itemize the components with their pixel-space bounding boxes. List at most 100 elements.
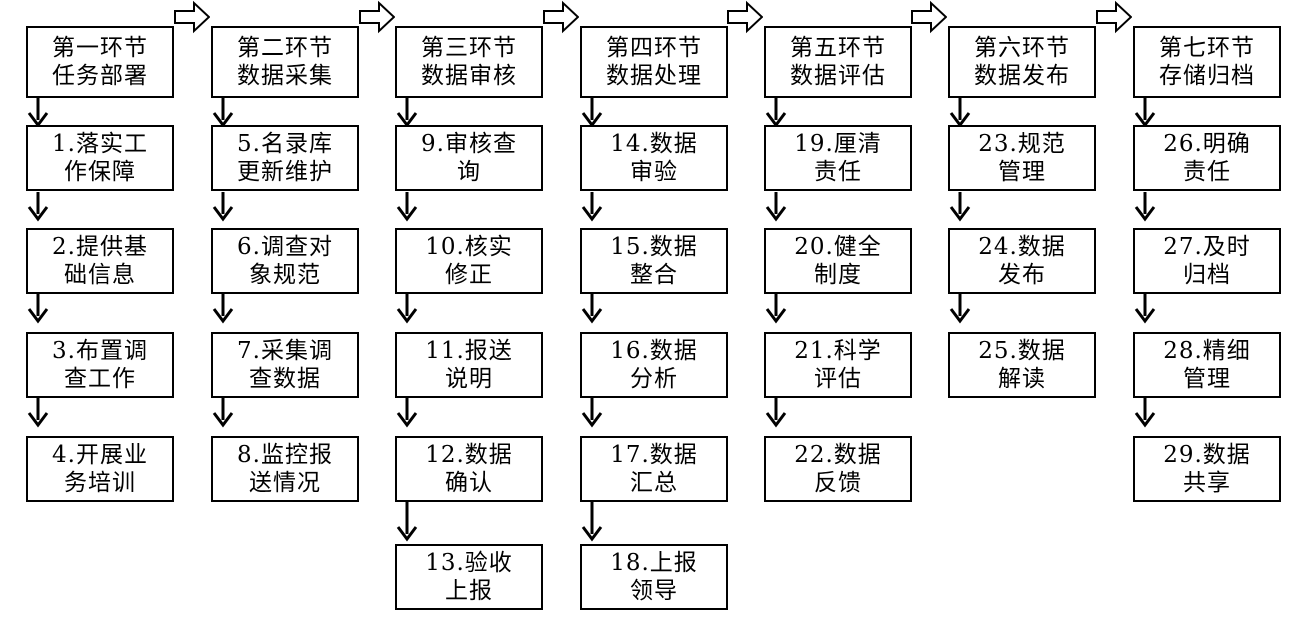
- step-box-19: 19.厘清 责任: [764, 125, 912, 191]
- step-10-line2: 修正: [445, 262, 493, 288]
- step-2-line1: 2.提供基: [52, 234, 148, 260]
- step-box-20: 20.健全 制度: [764, 228, 912, 294]
- step-11-line2: 说明: [445, 366, 493, 392]
- stage-header-2-line2: 数据采集: [237, 63, 333, 89]
- step-17-line1: 17.数据: [610, 442, 698, 468]
- down-arrow-icon: [27, 192, 49, 222]
- down-arrow-icon: [396, 98, 418, 128]
- step-box-12: 12.数据 确认: [395, 436, 543, 502]
- step-18-line2: 领导: [630, 578, 678, 604]
- step-box-13: 13.验收 上报: [395, 544, 543, 610]
- down-arrow-icon: [581, 502, 603, 542]
- step-box-18: 18.上报 领导: [580, 544, 728, 610]
- step-21-line2: 评估: [814, 366, 862, 392]
- down-arrow-icon: [949, 98, 971, 128]
- step-5-line1: 5.名录库: [237, 131, 333, 157]
- step-12-line1: 12.数据: [425, 442, 513, 468]
- down-arrow-icon: [581, 294, 603, 324]
- step-22-line2: 反馈: [814, 470, 862, 496]
- step-17-line2: 汇总: [630, 470, 678, 496]
- step-5-line2: 更新维护: [237, 159, 333, 185]
- down-arrow-icon: [765, 98, 787, 128]
- step-18-line1: 18.上报: [610, 550, 698, 576]
- step-15-line2: 整合: [630, 262, 678, 288]
- down-arrow-icon: [396, 192, 418, 222]
- step-15-line1: 15.数据: [610, 234, 698, 260]
- down-arrow-icon: [949, 192, 971, 222]
- step-box-27: 27.及时 归档: [1133, 228, 1281, 294]
- right-hollow-arrow-icon: [359, 0, 395, 34]
- stage-column-5: 第五环节 数据评估 19.厘清 责任 20.健全 制度 21.科学 评估 22.…: [764, 0, 916, 635]
- step-14-line2: 审验: [630, 159, 678, 185]
- stage-header-4-line1: 第四环节: [606, 35, 702, 61]
- step-6-line2: 象规范: [249, 262, 321, 288]
- step-11-line1: 11.报送: [425, 338, 513, 364]
- step-box-21: 21.科学 评估: [764, 332, 912, 398]
- stage-header-7-line2: 存储归档: [1159, 63, 1255, 89]
- stage-header-2-line1: 第二环节: [237, 35, 333, 61]
- step-box-23: 23.规范 管理: [948, 125, 1096, 191]
- step-box-7: 7.采集调 查数据: [211, 332, 359, 398]
- step-16-line1: 16.数据: [610, 338, 698, 364]
- stage-header-4-line2: 数据处理: [606, 63, 702, 89]
- down-arrow-icon: [396, 502, 418, 542]
- step-box-4: 4.开展业 务培训: [26, 436, 174, 502]
- step-box-11: 11.报送 说明: [395, 332, 543, 398]
- stage-header-6: 第六环节 数据发布: [948, 26, 1096, 98]
- step-29-line2: 共享: [1183, 470, 1231, 496]
- step-box-28: 28.精细 管理: [1133, 332, 1281, 398]
- stage-header-3-line1: 第三环节: [421, 35, 517, 61]
- stage-header-7: 第七环节 存储归档: [1133, 26, 1281, 98]
- step-box-1: 1.落实工 作保障: [26, 125, 174, 191]
- stage-header-3-line2: 数据审核: [421, 63, 517, 89]
- down-arrow-icon: [581, 192, 603, 222]
- down-arrow-icon: [949, 294, 971, 324]
- step-26-line2: 责任: [1183, 159, 1231, 185]
- step-1-line1: 1.落实工: [52, 131, 148, 157]
- stage-header-5-line2: 数据评估: [790, 63, 886, 89]
- step-box-6: 6.调查对 象规范: [211, 228, 359, 294]
- down-arrow-icon: [581, 398, 603, 428]
- step-7-line2: 查数据: [249, 366, 321, 392]
- step-28-line1: 28.精细: [1163, 338, 1251, 364]
- step-box-17: 17.数据 汇总: [580, 436, 728, 502]
- step-box-2: 2.提供基 础信息: [26, 228, 174, 294]
- stage-header-2: 第二环节 数据采集: [211, 26, 359, 98]
- stage-header-1: 第一环节 任务部署: [26, 26, 174, 98]
- step-21-line1: 21.科学: [794, 338, 882, 364]
- step-14-line1: 14.数据: [610, 131, 698, 157]
- stage-header-6-line1: 第六环节: [974, 35, 1070, 61]
- step-24-line1: 24.数据: [978, 234, 1066, 260]
- step-box-3: 3.布置调 查工作: [26, 332, 174, 398]
- step-27-line2: 归档: [1183, 262, 1231, 288]
- step-box-15: 15.数据 整合: [580, 228, 728, 294]
- step-9-line1: 9.审核查: [421, 131, 517, 157]
- step-box-29: 29.数据 共享: [1133, 436, 1281, 502]
- down-arrow-icon: [765, 398, 787, 428]
- step-4-line1: 4.开展业: [52, 442, 148, 468]
- step-8-line1: 8.监控报: [237, 442, 333, 468]
- step-28-line2: 管理: [1183, 366, 1231, 392]
- down-arrow-icon: [27, 398, 49, 428]
- step-19-line1: 19.厘清: [794, 131, 882, 157]
- step-box-8: 8.监控报 送情况: [211, 436, 359, 502]
- step-9-line2: 询: [457, 159, 481, 185]
- step-6-line1: 6.调查对: [237, 234, 333, 260]
- down-arrow-icon: [1134, 294, 1156, 324]
- stage-header-1-line1: 第一环节: [52, 35, 148, 61]
- down-arrow-icon: [212, 294, 234, 324]
- stage-column-1: 第一环节 任务部署 1.落实工 作保障 2.提供基 础信息 3.布置调 查工作 …: [26, 0, 178, 635]
- step-box-24: 24.数据 发布: [948, 228, 1096, 294]
- down-arrow-icon: [396, 294, 418, 324]
- step-16-line2: 分析: [630, 366, 678, 392]
- stage-header-1-line2: 任务部署: [52, 63, 148, 89]
- stage-header-3: 第三环节 数据审核: [395, 26, 543, 98]
- step-box-5: 5.名录库 更新维护: [211, 125, 359, 191]
- right-hollow-arrow-icon: [1096, 0, 1132, 34]
- down-arrow-icon: [212, 192, 234, 222]
- right-hollow-arrow-icon: [727, 0, 763, 34]
- stage-column-3: 第三环节 数据审核 9.审核查 询 10.核实 修正 11.报送 说明 12.数…: [395, 0, 547, 635]
- step-box-16: 16.数据 分析: [580, 332, 728, 398]
- step-box-10: 10.核实 修正: [395, 228, 543, 294]
- down-arrow-icon: [581, 98, 603, 128]
